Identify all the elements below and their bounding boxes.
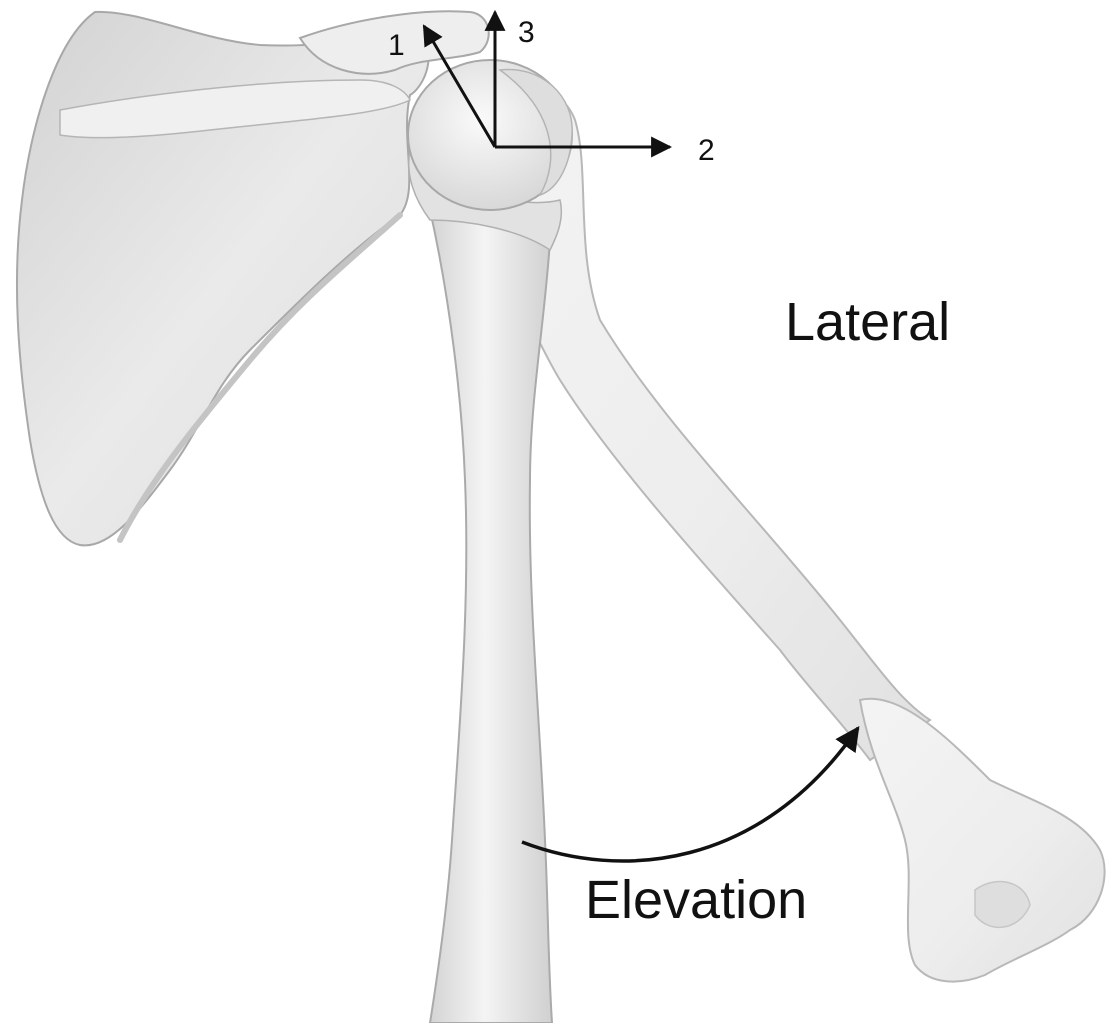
- axis-3-label: 3: [518, 16, 535, 49]
- elevation-arc-arrow: [522, 728, 858, 861]
- elevation-label: Elevation: [585, 870, 807, 930]
- humerus-neutral-shaft: [430, 209, 552, 1023]
- humerus-neutral: [408, 60, 572, 1023]
- lateral-label: Lateral: [785, 292, 950, 352]
- humerus-elevated-condyles: [860, 699, 1105, 982]
- scapula: [17, 11, 489, 545]
- axis-2-label: 2: [698, 134, 715, 167]
- axis-1-label: 1: [388, 29, 405, 62]
